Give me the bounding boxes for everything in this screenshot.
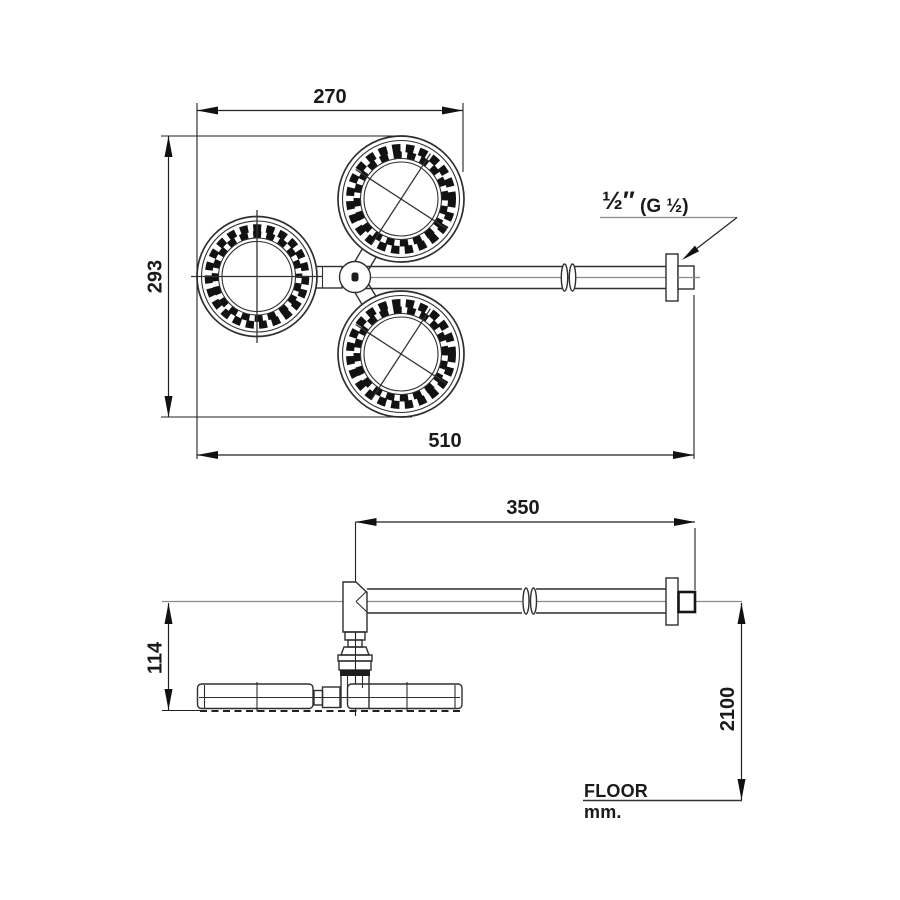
- nut-seal-band: [340, 670, 370, 676]
- units-label: mm.: [584, 802, 622, 822]
- wall-flange: [665, 577, 679, 626]
- dimension-510: 510: [197, 295, 695, 459]
- supply-arm-top-view: [362, 253, 700, 302]
- head-inner-ring-2: [363, 161, 439, 237]
- arrowhead-right: [442, 106, 463, 115]
- dimension-350: 350: [355, 497, 696, 590]
- thread-callout: ½″ (G ½): [600, 187, 738, 260]
- head-inner-ring-2: [363, 316, 439, 392]
- dim-114-label: 114: [145, 641, 167, 674]
- arrowhead-right: [674, 518, 695, 526]
- thread-end: [677, 590, 697, 614]
- arrowhead-right: [673, 451, 694, 459]
- leader-line: [696, 217, 738, 249]
- arrowhead-left: [355, 518, 377, 526]
- elbow-bore-line: [355, 601, 368, 613]
- supply-arm-side-view: [367, 577, 697, 626]
- head-outer-ring-2: [341, 139, 461, 259]
- dim-2100-label: 2100: [717, 687, 739, 732]
- left-arm-stub: [315, 265, 343, 289]
- head-slabs: [196, 676, 463, 712]
- elbow-body: [342, 581, 368, 633]
- left-head-profile: [196, 683, 314, 710]
- elbow: [342, 581, 368, 641]
- dimension-270: 270: [196, 86, 464, 459]
- arrowhead-bottom: [164, 396, 173, 417]
- arrowhead-top: [164, 136, 173, 157]
- arrowhead-bottom: [737, 779, 746, 800]
- arrowhead-bottom: [164, 689, 173, 710]
- nozzle-band: [346, 299, 456, 409]
- nozzle-band: [346, 144, 456, 254]
- arrowhead-left: [197, 451, 218, 459]
- slab-link-block: [321, 686, 341, 709]
- thread-size-primary: ½″: [602, 187, 635, 215]
- dim-270-label: 270: [313, 86, 346, 108]
- shower-head-left: [191, 210, 323, 343]
- dimension-114: 114: [145, 603, 201, 712]
- nozzle-band-2: [353, 306, 449, 402]
- hub-screw: [351, 272, 359, 282]
- pipe-break-mark: [522, 587, 530, 615]
- dim-350-label: 350: [506, 497, 539, 519]
- shower-head-top: [337, 135, 465, 263]
- arrowhead-left: [197, 106, 218, 115]
- floor-reference: FLOOR mm.: [583, 781, 742, 822]
- dim-510-label: 510: [428, 430, 461, 452]
- arrowhead-top: [737, 603, 746, 624]
- pipe-break-mark: [560, 263, 569, 292]
- shower-head-bottom: [337, 290, 465, 418]
- top-view: 270 293 510 ½″ (G ½): [145, 86, 738, 459]
- head-cross-line: [371, 308, 431, 400]
- pipe-break-mark: [529, 587, 538, 615]
- elbow-bore-line: [355, 590, 368, 602]
- right-head-profile: [346, 683, 463, 710]
- pipe-break-mark: [568, 263, 577, 292]
- head-cross-line: [371, 153, 431, 245]
- hub: [338, 260, 372, 294]
- dimension-293: 293: [145, 135, 412, 418]
- head-outer-ring-2: [341, 294, 461, 414]
- nozzle-band-2: [353, 151, 449, 247]
- dimension-2100: 2100: [717, 603, 746, 800]
- side-view: 350 114 2100 FLOOR mm.: [145, 497, 746, 822]
- leader-arrowhead: [682, 245, 700, 260]
- floor-label: FLOOR: [584, 781, 648, 801]
- arrowhead-top: [164, 603, 173, 624]
- thread-size-secondary: (G ½): [640, 196, 689, 217]
- wall-flange: [665, 253, 679, 302]
- ball-joint: [337, 639, 373, 676]
- dim-293-label: 293: [145, 260, 167, 293]
